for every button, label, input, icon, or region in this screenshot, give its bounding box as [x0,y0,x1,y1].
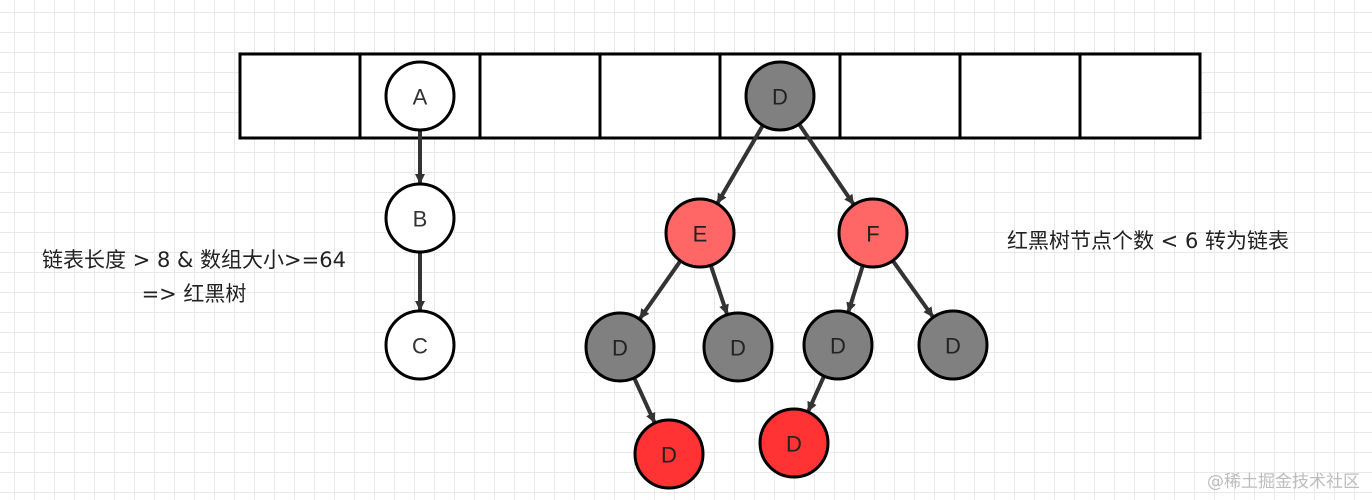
nodes: A B C D E F D D D D D D [384,60,989,490]
node-E-left: D [584,311,656,383]
edges [415,123,935,424]
edge-root-to-F [797,123,855,206]
node-F-right: D [917,309,989,381]
node-label: D [730,336,746,361]
node-E-left-child: D [633,418,705,490]
node-label: C [412,334,428,359]
treeify-condition-note: 链表长度 > 8 & 数组大小>=64 => 红黑树 [14,243,374,311]
node-A: A [384,60,456,132]
node-root: D [744,60,816,132]
untreeify-condition-note: 红黑树节点个数 < 6 转为链表 [1007,229,1289,253]
node-label: F [866,222,879,247]
edge-F-to-F-right [891,259,935,318]
node-circle [802,309,874,381]
node-circle [664,197,736,269]
node-circle [837,197,909,269]
node-circle [744,60,816,132]
edge-E-to-E-right [708,264,729,315]
treeify-condition-line2: => 红黑树 [141,282,247,306]
node-label: D [661,443,677,468]
node-label: D [772,85,788,110]
treeify-condition-line1: 链表长度 > 8 & 数组大小>=64 [42,248,346,272]
edge-F-left-to-F-left-child [806,375,826,412]
node-label: D [612,336,628,361]
node-circle [384,182,456,254]
edge-E-to-E-left [638,259,683,320]
node-circle [758,407,830,479]
node-circle [384,60,456,132]
node-circle [384,309,456,381]
node-label: D [830,334,846,359]
node-F-left: D [802,309,874,381]
edge-E-left-to-E-left-child [632,377,657,424]
node-E: E [664,197,736,269]
node-label: B [413,207,428,232]
bucket-array [238,52,1202,140]
node-circle [917,309,989,381]
node-B: B [384,182,456,254]
node-label: A [413,85,428,110]
node-circle [584,311,656,383]
edge-F-to-F-left [846,264,865,313]
node-C: C [384,309,456,381]
node-label: E [693,222,708,247]
node-circle [702,311,774,383]
node-E-right: D [702,311,774,383]
watermark: @稀土掘金技术社区 [1207,472,1360,492]
node-F: F [837,197,909,269]
edge-root-to-E [715,124,765,204]
node-circle [633,418,705,490]
node-F-left-child: D [758,407,830,479]
node-label: D [945,334,961,359]
node-label: D [786,432,802,457]
